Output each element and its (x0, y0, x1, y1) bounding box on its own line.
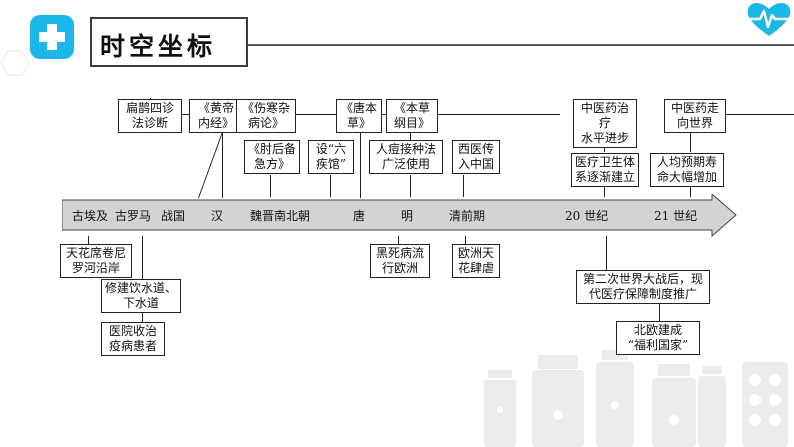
timeline-arrow (62, 194, 737, 238)
box-beiou: 北欧建成 “福利国家” (616, 321, 700, 355)
connector (398, 236, 399, 244)
box-rendou: 人痘接种法 广泛使用 (369, 140, 443, 174)
era-21st-century: 21 世纪 (654, 209, 698, 223)
connector (330, 175, 331, 197)
box-liujiguan: 设“六 疾馆” (308, 140, 354, 174)
box-tang-bencao: 《唐本 草》 (336, 99, 382, 133)
connector (197, 132, 224, 198)
box-shanghan: 《伤寒杂 病论》 (236, 99, 296, 133)
connector (606, 236, 607, 270)
era-wei-jin: 魏晋南北朝 (250, 209, 311, 223)
connector (222, 132, 223, 198)
title-box: 时空坐标 (90, 17, 248, 67)
connector (88, 236, 89, 244)
box-yinshui: 修建饮水道、 下水道 (101, 279, 181, 313)
box-xiyi: 西医传 入中国 (452, 140, 500, 174)
title-underline (248, 44, 794, 46)
connector (659, 303, 660, 321)
era-20th-century: 20 世纪 (565, 209, 609, 223)
top-connector-right (695, 114, 794, 115)
era-warring-states: 战国 (161, 209, 186, 223)
connector (604, 185, 605, 197)
box-ouzhou-tianhua: 欧洲天 花肆虐 (452, 244, 500, 278)
box-zhongyi-zouxiang: 中医药走 向世界 (664, 99, 726, 133)
connector (270, 175, 271, 197)
connector (410, 175, 411, 197)
era-ancient-egypt: 古埃及 (72, 209, 109, 223)
connector (360, 132, 361, 198)
box-heisibing: 黑死病流 行欧洲 (370, 244, 430, 278)
era-ming: 明 (401, 209, 414, 223)
medical-cross-icon (30, 15, 74, 59)
connector (465, 236, 466, 244)
medicine-bottles-decoration (484, 350, 788, 447)
connector (690, 132, 691, 152)
box-bianque: 扁鹊四诊 法诊断 (118, 99, 182, 133)
era-early-qing: 清前期 (449, 209, 486, 223)
box-tianhua: 天花席卷尼 罗河沿岸 (60, 244, 132, 278)
connector (463, 175, 464, 197)
era-han: 汉 (211, 209, 224, 223)
box-zhongyi-zhiliao: 中医药治疗 水平进步 (573, 99, 637, 148)
page-title: 时空坐标 (100, 32, 217, 61)
connector (690, 185, 691, 197)
era-ancient-rome: 古罗马 (115, 209, 152, 223)
box-yiliao-weisheng: 医疗卫生体 系逐渐建立 (571, 153, 639, 187)
heartbeat-heart-icon (747, 2, 791, 37)
era-tang: 唐 (353, 209, 366, 223)
box-bencao-gangmu: 《本草 纲目》 (386, 99, 438, 133)
box-huangdi-neijing: 《黄帝 内经》 (189, 99, 243, 133)
box-erzhan: 第二次世界大战后，现 代医疗保障制度推广 (576, 270, 710, 304)
hexagon-outline-icon (0, 50, 30, 76)
box-yiyuan: 医院收治 疫病患者 (101, 322, 165, 356)
box-renjun-shouming: 人均预期寿 命大幅增加 (650, 153, 724, 187)
connector (410, 132, 411, 140)
box-zhouhou: 《肘后备 急方》 (244, 140, 300, 174)
